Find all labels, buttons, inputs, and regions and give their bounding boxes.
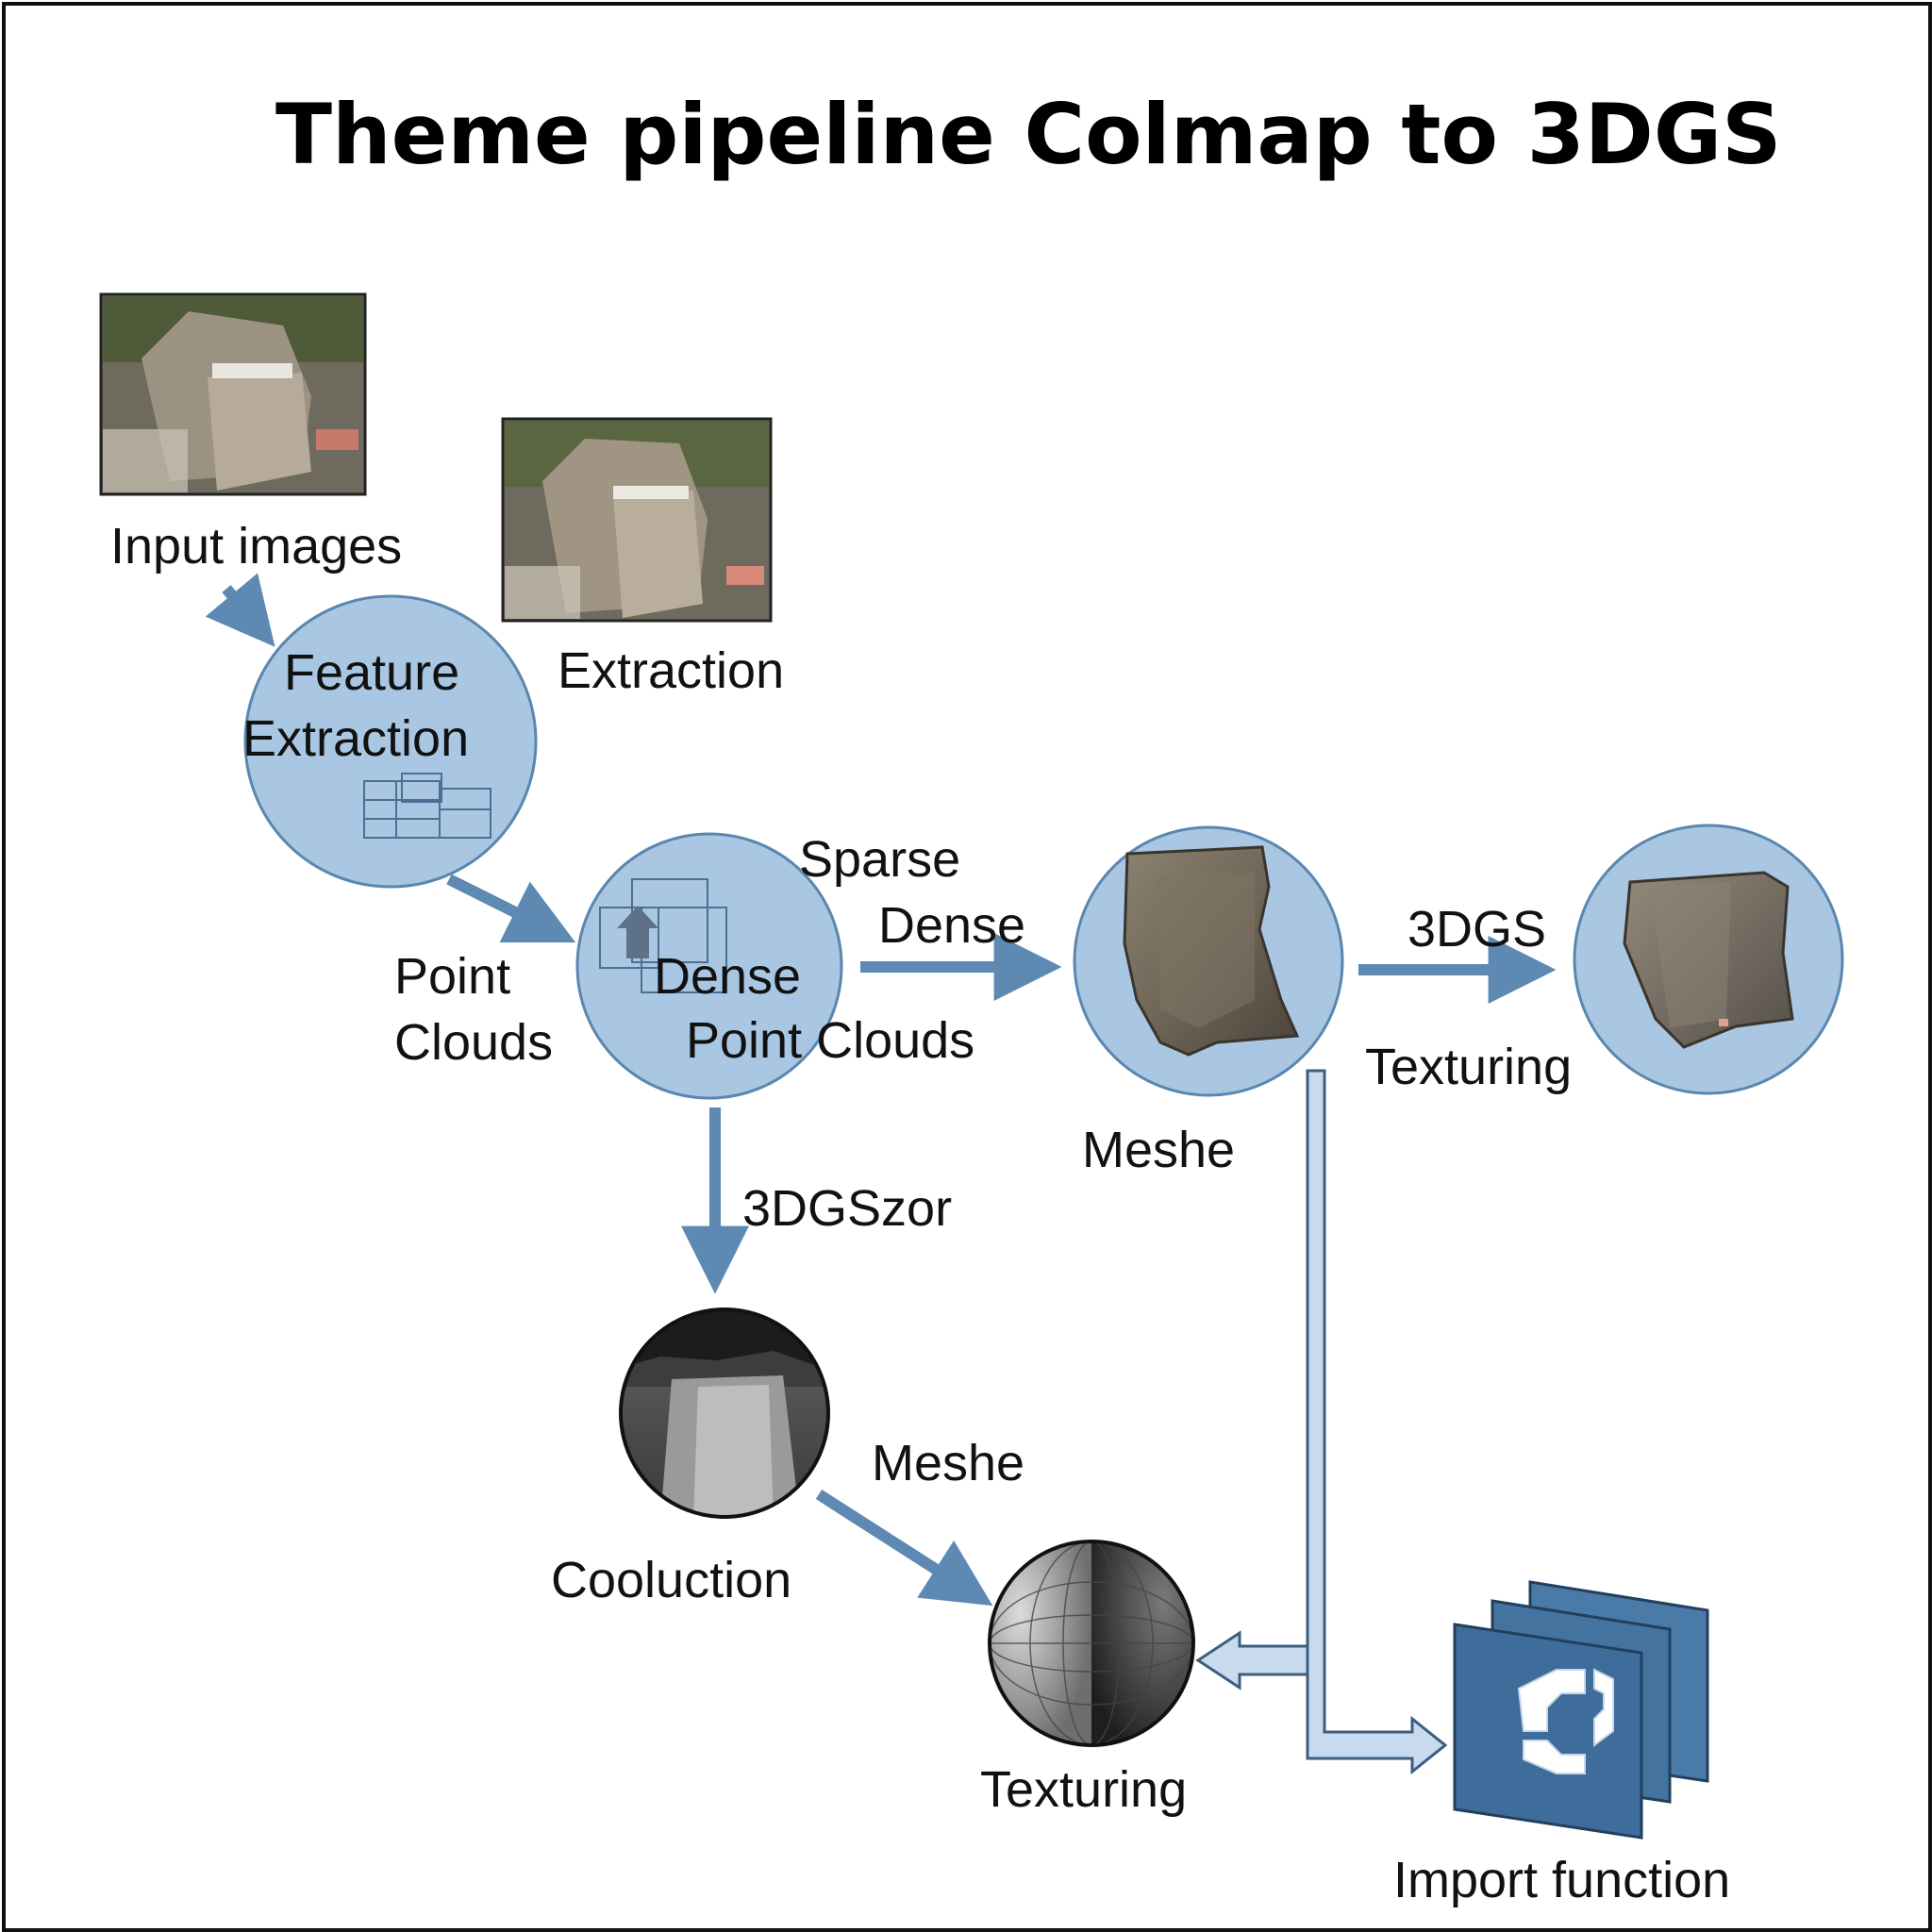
arrow-feature-to-dense bbox=[446, 874, 576, 943]
feature-label-line1: Feature bbox=[284, 644, 460, 701]
feature-label-line2: Extraction bbox=[242, 710, 470, 767]
point-clouds-label-line1: Point bbox=[394, 948, 511, 1005]
dense-arrow-label: Dense bbox=[878, 897, 1026, 954]
arrow-input-to-feature bbox=[205, 573, 275, 647]
grid-icon bbox=[363, 773, 491, 839]
meshe-lower-label: Meshe bbox=[872, 1435, 1025, 1491]
arrow-pipe-to-texturing bbox=[1195, 1630, 1309, 1690]
input-image-1 bbox=[99, 292, 367, 496]
page-title: Theme pipeline Colmap to 3DGS bbox=[275, 86, 1782, 183]
arrow-mesh-to-import bbox=[1306, 1069, 1448, 1775]
textured-3dgs-node bbox=[1573, 824, 1844, 1095]
feature-extraction-node bbox=[243, 594, 538, 889]
3dgs-arrow-label: 3DGS bbox=[1407, 901, 1547, 958]
dense-point-clouds-node bbox=[575, 832, 843, 1100]
up-arrow-icon bbox=[617, 906, 658, 958]
import-function-label: Import function bbox=[1393, 1852, 1731, 1908]
input-image-2 bbox=[501, 417, 773, 623]
point-clouds-label-line2: Clouds bbox=[394, 1014, 554, 1071]
import-function-icon bbox=[1453, 1580, 1709, 1840]
3dgszor-label: 3DGSzor bbox=[742, 1180, 953, 1237]
cooluction-node bbox=[619, 1307, 830, 1519]
dense-point-clouds-label-line2: Point Clouds bbox=[686, 1012, 975, 1069]
import-pipe-connector bbox=[1195, 1069, 1448, 1775]
sparse-label: Sparse bbox=[799, 831, 961, 888]
import-logo-icon bbox=[1517, 1668, 1614, 1774]
mesh-node bbox=[1073, 825, 1344, 1097]
texturing-right-label: Texturing bbox=[1365, 1039, 1573, 1095]
cooluction-label: Cooluction bbox=[551, 1552, 792, 1608]
texturing-bottom-label: Texturing bbox=[980, 1761, 1188, 1818]
arrow-cooluction-to-texturing bbox=[815, 1489, 993, 1607]
extraction-label: Extraction bbox=[558, 642, 785, 699]
dense-point-clouds-label-line1: Dense bbox=[654, 948, 802, 1005]
mesh-label: Meshe bbox=[1082, 1122, 1236, 1178]
input-images-label: Input images bbox=[110, 518, 403, 575]
